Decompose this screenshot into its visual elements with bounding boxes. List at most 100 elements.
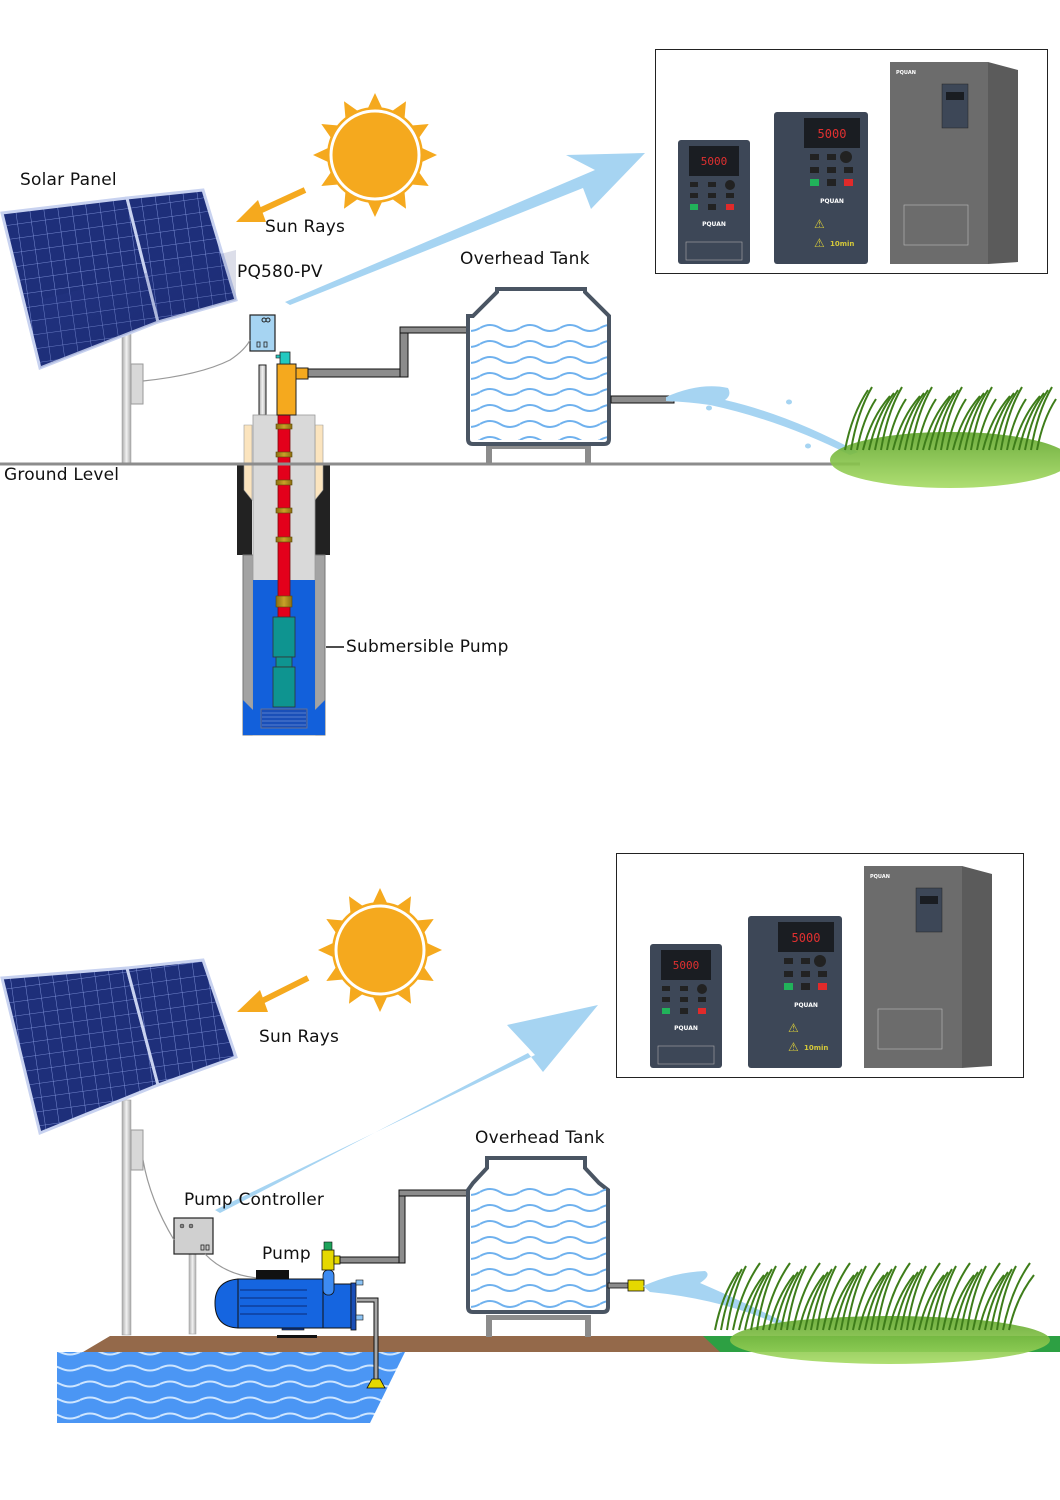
- grass-blade: [786, 1265, 807, 1331]
- vfd-large: PQUAN: [890, 62, 1018, 264]
- grass-blade: [858, 1274, 885, 1331]
- grass-blade: [1012, 395, 1041, 451]
- overhead-tank-2: [466, 1156, 610, 1337]
- grass-blade: [964, 389, 989, 451]
- grass-blade: [982, 395, 1011, 451]
- vfd-product-box-bottom: 5000 PQUAN 5000 PQUAN ⚠ ⚠ 10min PQUAN: [616, 853, 1024, 1078]
- vfd-medium: 5000 PQUAN ⚠ ⚠ 10min: [748, 916, 842, 1068]
- grass-blade: [852, 1262, 881, 1331]
- grass-blade: [916, 398, 937, 451]
- sun-ray: [367, 93, 383, 110]
- sun-rays-arrow-2: [237, 975, 310, 1012]
- warning-icon: ⚠: [814, 217, 825, 231]
- vfd-large: PQUAN: [864, 866, 992, 1068]
- sun-ray: [372, 888, 388, 905]
- label-ground-level: Ground Level: [4, 465, 120, 485]
- grass-blade: [984, 1271, 1009, 1331]
- grass-blade: [972, 1262, 1001, 1331]
- grass-blade: [1000, 386, 1023, 451]
- vfd-warning-text: 10min: [830, 240, 854, 248]
- warning-icon: ⚠: [814, 236, 825, 250]
- sun-ray: [344, 101, 360, 120]
- vfd-products-illustration: 5000 PQUAN 5000 PQUAN ⚠ ⚠ 10min PQUAN: [678, 62, 1018, 264]
- sun-ray: [420, 147, 437, 163]
- grass-blade: [952, 395, 981, 451]
- grass-blade: [816, 1265, 837, 1331]
- sun-ray: [415, 919, 434, 935]
- sun-icon-2: [318, 888, 442, 1012]
- grass-blade: [868, 392, 895, 451]
- surface-pump: [214, 1241, 386, 1389]
- solar-panel: [0, 188, 238, 466]
- label-sun-rays-2: Sun Rays: [259, 1027, 340, 1047]
- grass-blade: [1036, 398, 1057, 451]
- grass-blade: [942, 1262, 971, 1331]
- grass-blade: [726, 1265, 747, 1331]
- label-pump-controller: Pump Controller: [184, 1190, 325, 1210]
- grass-blade: [966, 1265, 987, 1331]
- borewell: [237, 409, 344, 736]
- sun-ray: [395, 985, 411, 1004]
- sun-ray: [318, 942, 335, 958]
- water-source-pond: [57, 1352, 405, 1423]
- grass-blade: [922, 395, 951, 451]
- label-solar-panel: Solar Panel: [20, 170, 117, 190]
- grass-blade: [888, 1274, 915, 1331]
- grass-blade: [978, 1274, 1005, 1331]
- vfd-brand: PQUAN: [674, 1025, 698, 1032]
- sun-rays-arrow: [236, 187, 307, 222]
- grass-blade: [744, 1271, 769, 1331]
- grass-blade: [1008, 1274, 1035, 1331]
- sun-ray: [321, 170, 340, 186]
- sun-ray: [390, 190, 406, 209]
- vfd-warning-text: 10min: [804, 1044, 828, 1052]
- tank-outlet-pipe: [610, 395, 675, 404]
- delivery-pipe: [307, 326, 470, 378]
- grass-blade: [714, 1271, 739, 1331]
- grass-blade: [880, 386, 903, 451]
- grass-blade: [886, 398, 907, 451]
- sun-ray: [410, 124, 429, 140]
- tank-outlet-nozzle: [607, 1279, 645, 1292]
- grass-field: [830, 386, 1060, 488]
- grass-field-2: [714, 1262, 1050, 1364]
- sun-ray: [349, 985, 365, 1004]
- grass-blade: [918, 1274, 945, 1331]
- bottom-scene: [0, 888, 1060, 1423]
- grass-blade: [774, 1271, 799, 1331]
- grass-blade: [1018, 392, 1045, 451]
- pump-controller: [142, 1159, 259, 1335]
- riser-pipe: [277, 409, 291, 621]
- vfd-display: 5000: [792, 931, 821, 945]
- grass-blade: [804, 1271, 829, 1331]
- grass-blade: [948, 1274, 975, 1331]
- pole-junction-box: [130, 363, 144, 405]
- grass-blade: [856, 398, 877, 451]
- grass-blade: [954, 1271, 979, 1331]
- sun-ray: [390, 101, 406, 120]
- delivery-pipe-2: [339, 1189, 470, 1264]
- grass-blade: [810, 1268, 833, 1331]
- grass-blade: [840, 1268, 863, 1331]
- vfd-products-illustration-2: 5000 PQUAN 5000 PQUAN ⚠ ⚠ 10min PQUAN: [650, 866, 992, 1068]
- grass-blade: [876, 1265, 897, 1331]
- grass-blade: [994, 389, 1019, 451]
- vfd-brand: PQUAN: [702, 221, 726, 228]
- sun-ray: [321, 124, 340, 140]
- water-spray-2: [643, 1271, 800, 1330]
- solar-panel-2: [0, 958, 238, 1336]
- label-pump: Pump: [262, 1244, 311, 1264]
- vfd-brand: PQUAN: [896, 70, 916, 76]
- grass-blade: [930, 1268, 953, 1331]
- grass-blade: [844, 389, 869, 451]
- vfd-brand: PQUAN: [794, 1002, 818, 1009]
- solar-panel-pole: [121, 319, 132, 466]
- sun-ray: [425, 942, 442, 958]
- sun-ray: [415, 965, 434, 981]
- grass-blade: [894, 1271, 919, 1331]
- top-scene: [0, 93, 1060, 736]
- grass-blade: [882, 1262, 911, 1331]
- grass-blade: [870, 1268, 893, 1331]
